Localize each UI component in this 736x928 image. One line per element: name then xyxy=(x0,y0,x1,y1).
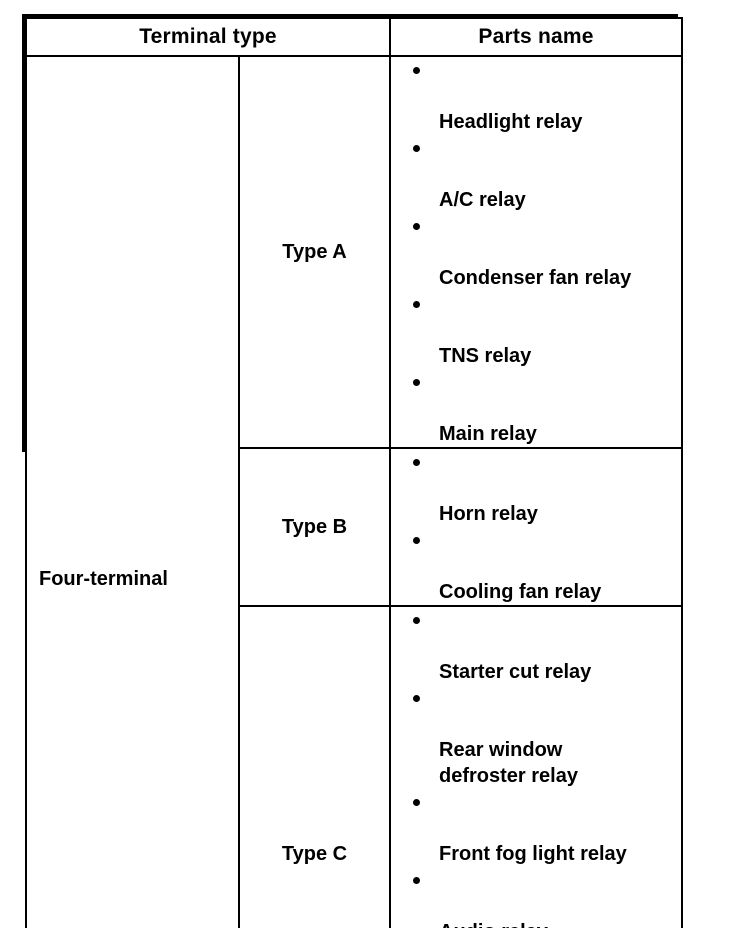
part-name: Cooling fan relay xyxy=(439,581,602,603)
bullet-icon xyxy=(413,617,420,624)
column-header-terminal-type: Terminal type xyxy=(25,17,391,57)
type-label-a: Type A xyxy=(282,241,347,263)
bullet-icon xyxy=(413,695,420,702)
list-item: Main relay xyxy=(413,369,681,447)
bullet-icon xyxy=(413,799,420,806)
part-name: Headlight relay xyxy=(439,111,583,133)
table: Terminal type Parts name Four-terminal T… xyxy=(25,17,683,928)
parts-list-a: Headlight relay A/C relay Condenser fan … xyxy=(391,57,681,447)
terminal-type-group-cell: Four-terminal xyxy=(25,55,240,928)
list-item: Cooling fan relay xyxy=(413,527,681,605)
column-header-parts-name-label: Parts name xyxy=(478,25,594,49)
list-item: Condenser fan relay xyxy=(413,213,681,291)
part-name: A/C relay xyxy=(439,189,526,211)
list-item: A/C relay xyxy=(413,135,681,213)
relay-terminal-table: Terminal type Parts name Four-terminal T… xyxy=(22,14,683,928)
table-header-row: Terminal type Parts name xyxy=(25,17,683,57)
part-name: Front fog light relay xyxy=(439,843,627,865)
bullet-icon xyxy=(413,67,420,74)
bullet-icon xyxy=(413,301,420,308)
list-item: Horn relay xyxy=(413,449,681,527)
type-cell-b: Type B xyxy=(238,447,391,607)
list-item: TNS relay xyxy=(413,291,681,369)
list-item: Rear window defroster relay xyxy=(413,685,681,789)
type-cell-c: Type C xyxy=(238,605,391,928)
bullet-icon xyxy=(413,537,420,544)
part-name: Horn relay xyxy=(439,503,538,525)
type-cell-a: Type A xyxy=(238,55,391,449)
column-header-parts-name: Parts name xyxy=(389,17,683,57)
parts-cell-b: Horn relay Cooling fan relay xyxy=(389,447,683,607)
part-name: Starter cut relay xyxy=(439,661,592,683)
list-item: Audio relay xyxy=(413,867,681,928)
bullet-icon xyxy=(413,379,420,386)
parts-cell-a: Headlight relay A/C relay Condenser fan … xyxy=(389,55,683,449)
terminal-type-group-label: Four-terminal xyxy=(39,568,168,590)
type-label-c: Type C xyxy=(281,843,348,865)
list-item: Headlight relay xyxy=(413,57,681,135)
parts-list-c: Starter cut relay Rear window defroster … xyxy=(391,607,681,928)
bullet-icon xyxy=(413,459,420,466)
bullet-icon xyxy=(413,223,420,230)
part-name: Condenser fan relay xyxy=(439,267,632,289)
part-name: TNS relay xyxy=(439,345,532,367)
part-name: Rear window defroster relay xyxy=(439,739,578,787)
part-name: Main relay xyxy=(439,423,537,445)
part-name: Audio relay xyxy=(439,921,548,928)
parts-list-b: Horn relay Cooling fan relay xyxy=(391,449,681,605)
type-label-b: Type B xyxy=(281,516,348,538)
list-item: Front fog light relay xyxy=(413,789,681,867)
table-row: Four-terminal Type A Headlight relay A/C… xyxy=(25,55,683,928)
bullet-icon xyxy=(413,877,420,884)
list-item: Starter cut relay xyxy=(413,607,681,685)
bullet-icon xyxy=(413,145,420,152)
column-header-terminal-type-label: Terminal type xyxy=(139,25,277,49)
parts-cell-c: Starter cut relay Rear window defroster … xyxy=(389,605,683,928)
